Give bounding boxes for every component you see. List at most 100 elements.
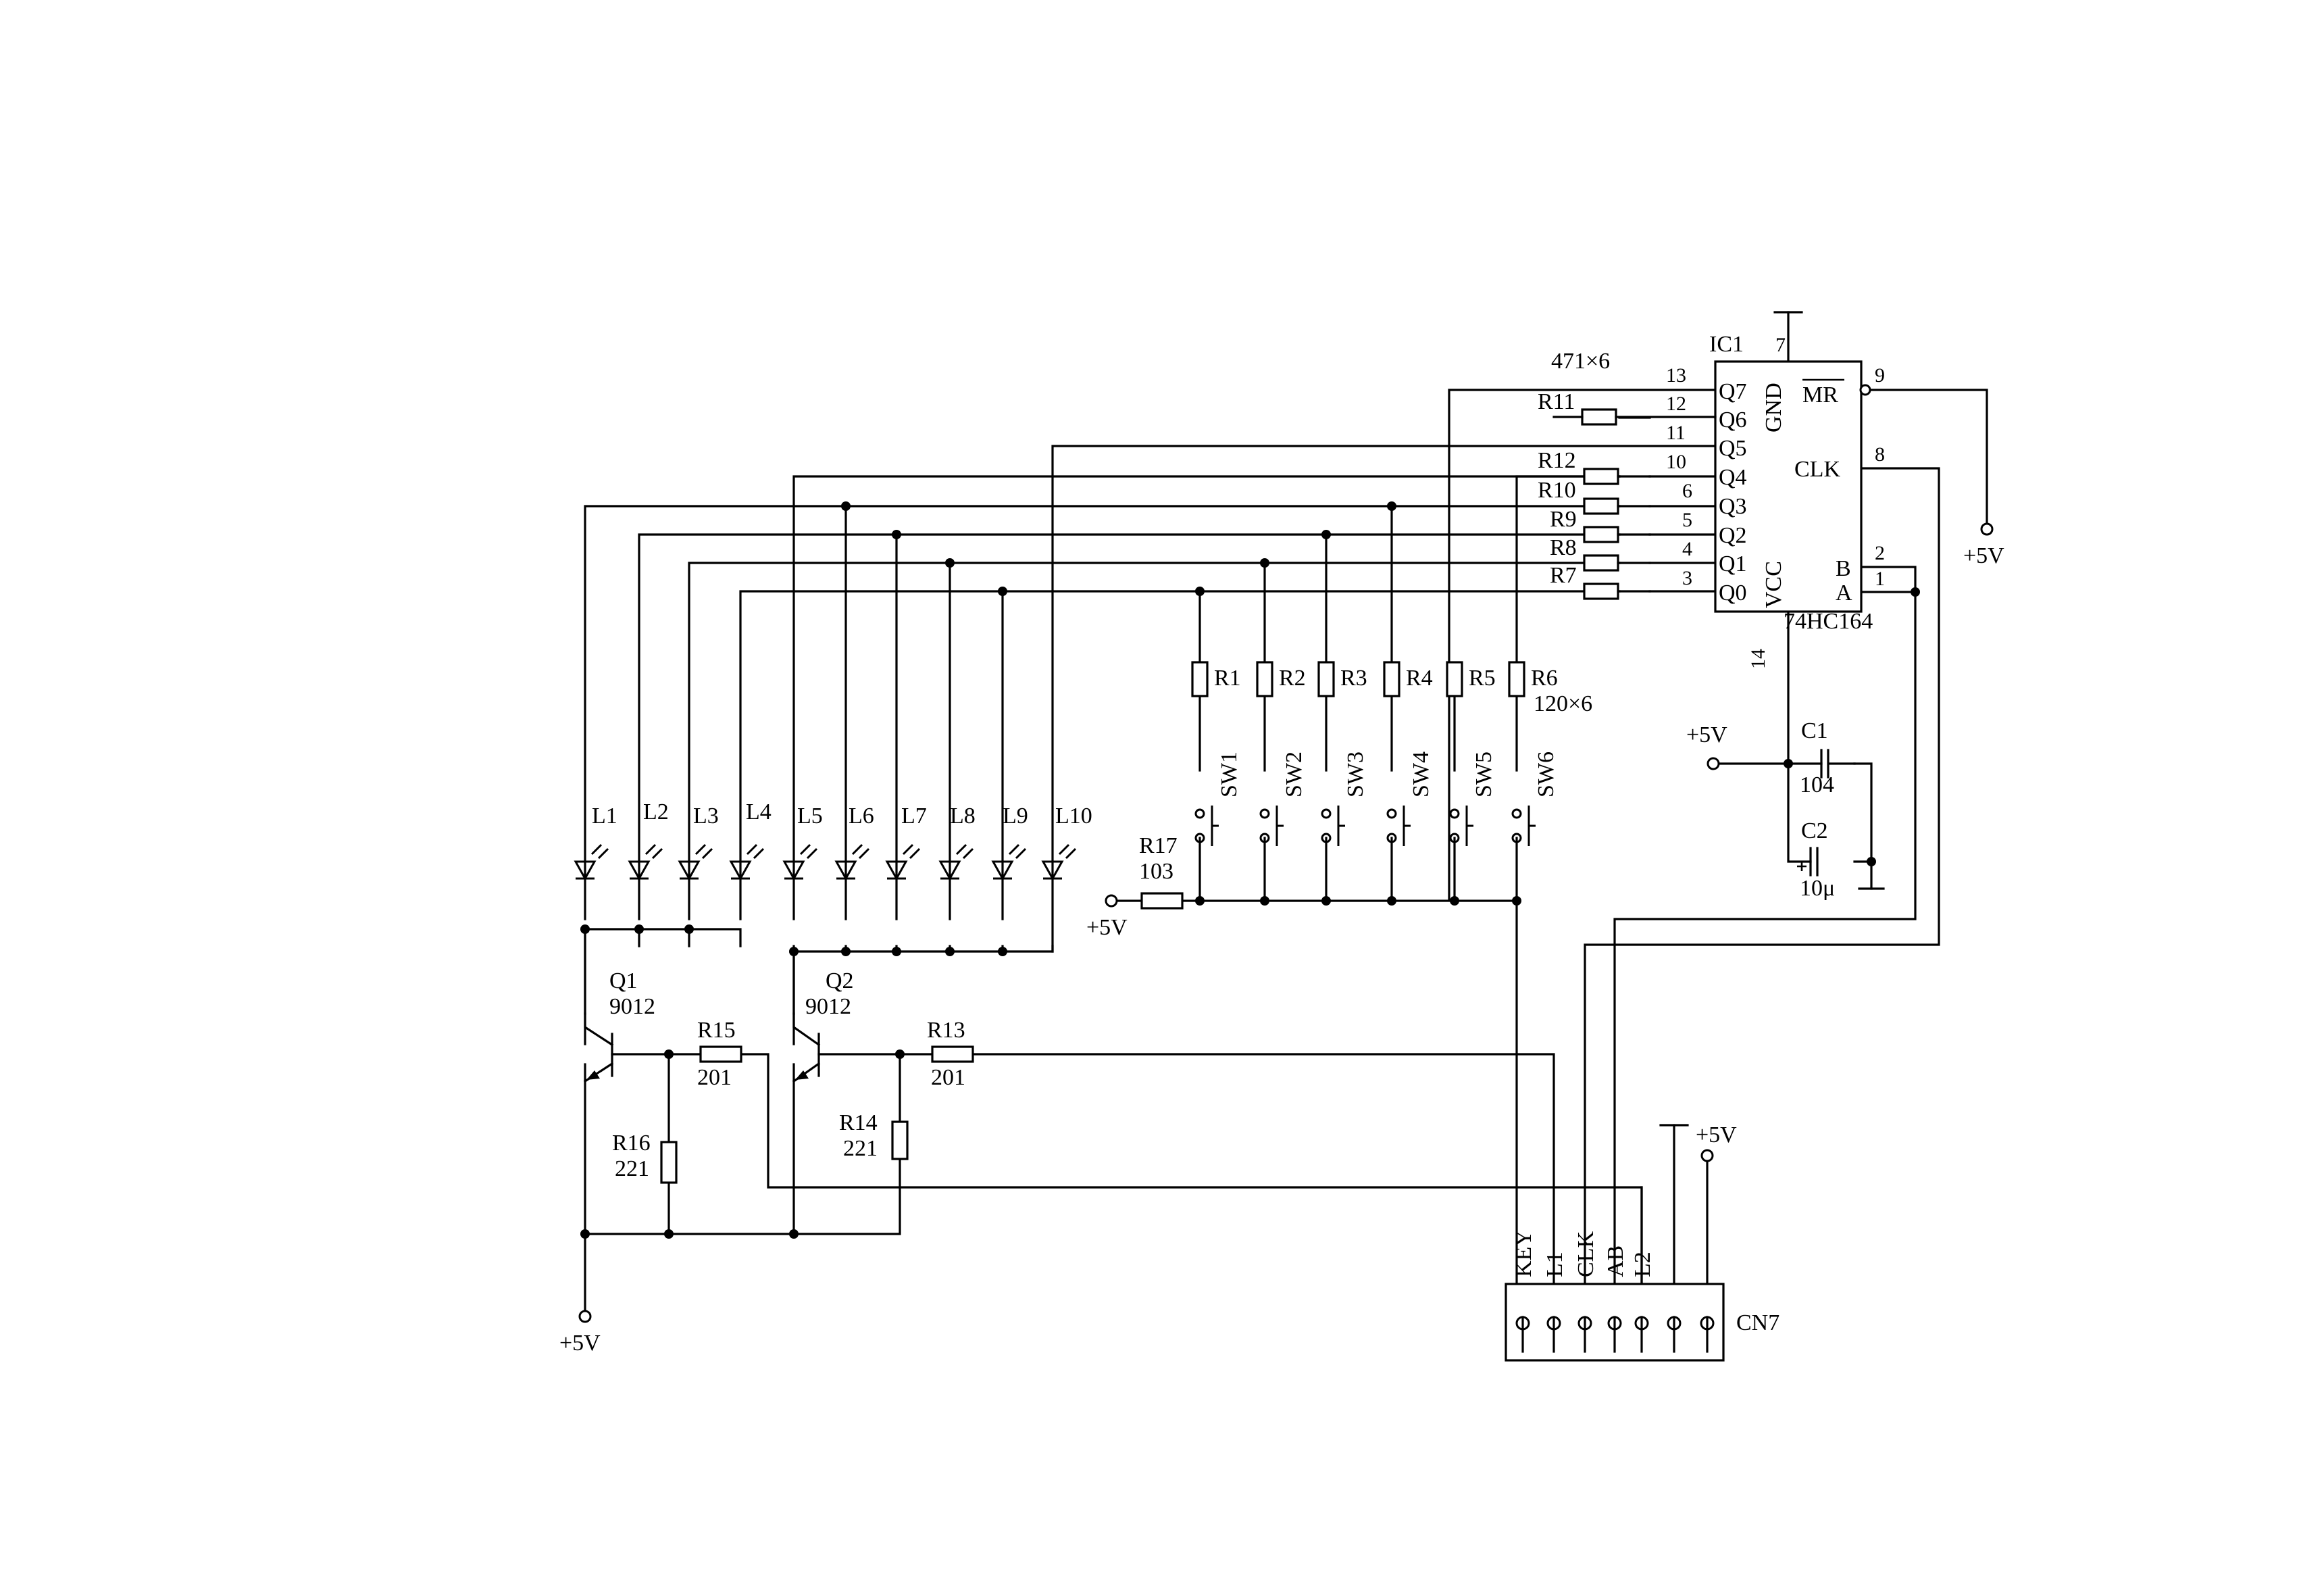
switch-sw6 xyxy=(1511,806,1536,846)
cap-c2 xyxy=(1809,847,1819,876)
cn7-ab-label: AB xyxy=(1603,1245,1628,1277)
transistor-q1 xyxy=(583,1012,614,1083)
pin-14: 14 xyxy=(1747,649,1769,669)
resistor-r4 xyxy=(1383,661,1400,697)
switch-sw3 xyxy=(1321,806,1345,846)
pin-1: 1 xyxy=(1875,568,1885,590)
switch-sw4 xyxy=(1386,806,1411,846)
value-c2: 10μ xyxy=(1800,876,1835,901)
supply-ic: +5V xyxy=(1686,722,1727,747)
pin-9: 9 xyxy=(1875,364,1885,387)
ic-b-label: B xyxy=(1836,556,1851,581)
pin-3: 3 xyxy=(1682,567,1692,589)
supply-terminal-r17 xyxy=(1105,894,1118,908)
label-sw5: SW5 xyxy=(1471,751,1496,797)
led-l2 xyxy=(628,843,663,881)
resistor-r13 xyxy=(931,1045,974,1063)
label-r16: R16 xyxy=(612,1131,651,1156)
label-r3: R3 xyxy=(1340,666,1367,691)
ic-pin-numbers: 13 12 11 10 6 5 4 3 7 9 8 2 1 14 xyxy=(1666,334,1885,669)
switch-sw5 xyxy=(1449,806,1473,846)
ic-a-label: A xyxy=(1836,580,1852,605)
series-resistors: 471×6 R11 R12 R10 R9 R8 R7 xyxy=(1538,349,1717,600)
label-r8: R8 xyxy=(1550,535,1577,560)
ic-q5: Q5 xyxy=(1719,436,1747,461)
label-l2: L2 xyxy=(643,799,669,824)
wire-mr xyxy=(1867,389,1988,525)
label-sw3: SW3 xyxy=(1343,751,1368,797)
switch-labels: SW1 SW2 SW3 SW4 SW5 SW6 xyxy=(1217,751,1559,797)
led-labels: L1 L2 L3 L4 L5 L6 L7 L8 L9 L10 xyxy=(592,799,1092,829)
resistor-r16 xyxy=(660,1141,678,1184)
label-l6: L6 xyxy=(849,804,874,829)
type-q1: 9012 xyxy=(609,994,655,1019)
switch-sw2 xyxy=(1259,806,1284,846)
led-l9 xyxy=(991,843,1027,881)
label-l5: L5 xyxy=(797,804,823,829)
series-note: 471×6 xyxy=(1551,349,1610,374)
led-glyphs xyxy=(574,843,1077,881)
label-r9: R9 xyxy=(1550,507,1577,532)
junction-dots xyxy=(580,501,1920,1239)
resistor-r6 xyxy=(1508,661,1525,697)
ic-q7: Q7 xyxy=(1719,379,1747,404)
wire-q1-emitter xyxy=(584,1053,670,1312)
connector-cn7: +5V CN7 KEY L1 CLK AB L2 xyxy=(1505,1122,1779,1362)
connector-pin-stubs xyxy=(1521,1316,1709,1353)
led-l10 xyxy=(1041,843,1077,881)
wire-key-columns xyxy=(1198,695,1518,1353)
label-l9: L9 xyxy=(1003,804,1028,829)
led-l3 xyxy=(678,843,713,881)
label-r15: R15 xyxy=(697,1018,736,1043)
ic-q3: Q3 xyxy=(1719,494,1747,519)
wire-vcc xyxy=(1717,610,1873,890)
supply-terminal-ic xyxy=(1707,757,1720,770)
pin-2: 2 xyxy=(1875,542,1885,564)
wire-q2-base xyxy=(817,1053,1555,1353)
supply-terminal-cn7 xyxy=(1700,1149,1714,1162)
resistor-r15 xyxy=(699,1045,742,1063)
ic-part: 74HC164 xyxy=(1784,609,1873,634)
led-l8 xyxy=(938,843,974,881)
supply-terminal-mr xyxy=(1980,522,1994,536)
label-r17: R17 xyxy=(1139,833,1178,858)
mr-inverter-bubble xyxy=(1859,384,1871,396)
wire-q4 xyxy=(792,475,1717,920)
ic-mr-label: MR xyxy=(1802,382,1838,407)
switch-sw1 xyxy=(1194,806,1219,846)
resistor-r8 xyxy=(1583,554,1619,572)
ic-q1: Q1 xyxy=(1719,551,1747,576)
label-sw1: SW1 xyxy=(1217,751,1242,797)
supply-q1: +5V xyxy=(559,1331,601,1356)
pin-10: 10 xyxy=(1666,451,1686,473)
wire-q1-base xyxy=(611,1053,1643,1353)
pin-5: 5 xyxy=(1682,509,1692,531)
label-r2: R2 xyxy=(1279,666,1306,691)
series-res-leads xyxy=(1552,416,1717,593)
value-r14: 221 xyxy=(843,1136,878,1161)
decoupling: C1 104 C2 10μ +5V +5V xyxy=(1686,522,2004,901)
label-l8: L8 xyxy=(950,804,976,829)
label-r12: R12 xyxy=(1538,448,1576,473)
pin-7: 7 xyxy=(1775,334,1786,356)
wire-q3 xyxy=(584,505,1717,920)
value-r13: 201 xyxy=(931,1065,965,1090)
cap-c2-polarity xyxy=(1797,862,1807,871)
cap-c1 xyxy=(1820,749,1856,778)
transistor-q2 xyxy=(792,1012,821,1083)
value-r16: 221 xyxy=(615,1156,649,1181)
transistor-collectors xyxy=(584,928,795,1015)
pin-12: 12 xyxy=(1666,393,1686,415)
supply-mr: +5V xyxy=(1963,543,2004,568)
pin-13: 13 xyxy=(1666,364,1686,387)
ic-74hc164: IC1 74HC164 GND VCC MR CLK B A Q7 Q6 Q5 … xyxy=(1666,311,1885,669)
cn7-clk-label: CLK xyxy=(1573,1231,1598,1277)
key-resistors: R1 R2 R3 R4 R5 R6 120×6 xyxy=(1191,661,1592,716)
ic-vcc-label: VCC xyxy=(1761,561,1786,608)
label-r1: R1 xyxy=(1214,666,1241,691)
pin-6: 6 xyxy=(1682,480,1692,502)
cn7-key-label: KEY xyxy=(1511,1230,1536,1277)
label-sw4: SW4 xyxy=(1409,751,1434,797)
led-l7 xyxy=(885,843,921,881)
